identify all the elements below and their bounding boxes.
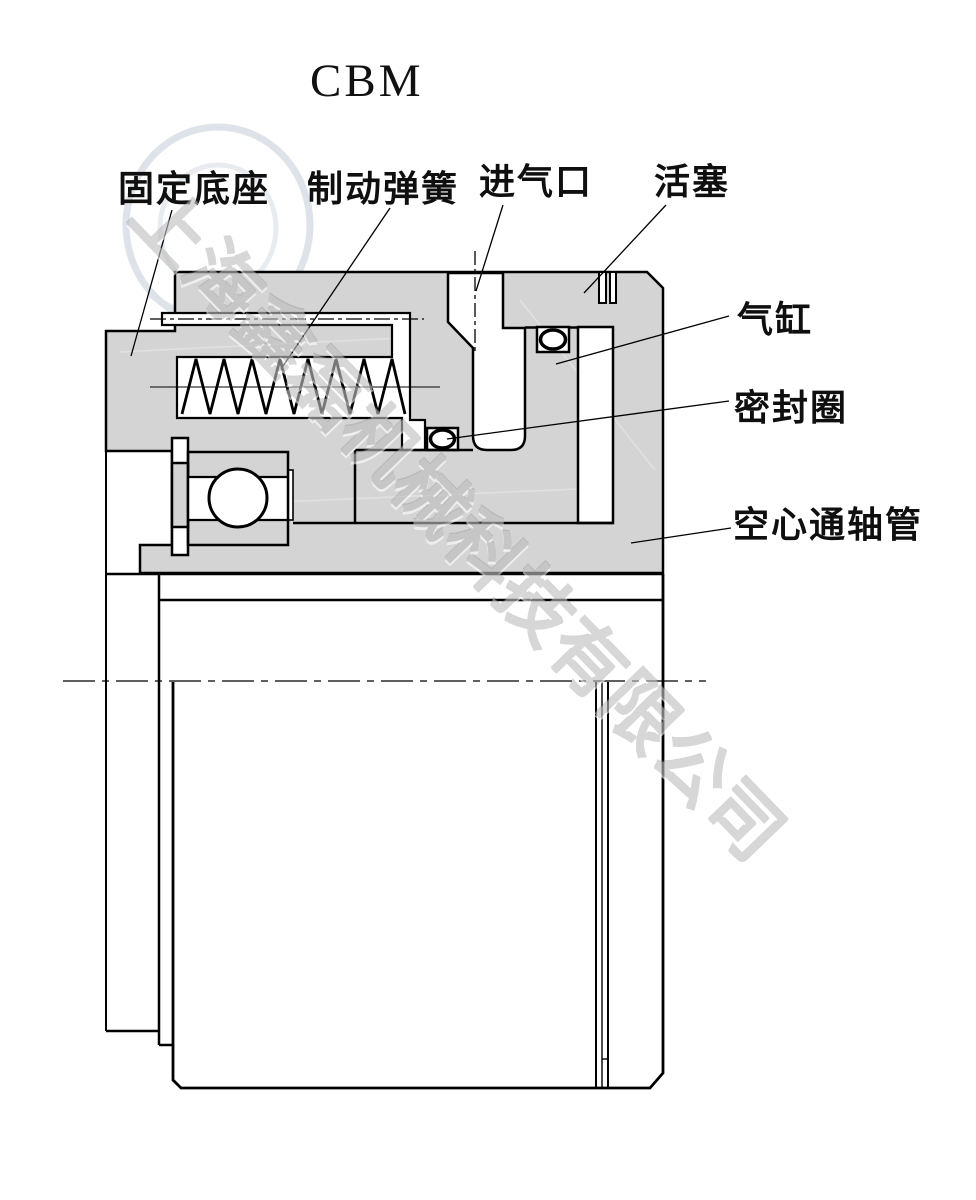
seal-ring-lower: [425, 426, 460, 452]
leader-lines: [130, 204, 732, 544]
piston-edges: [293, 326, 613, 525]
seal-ring-upper: [535, 325, 571, 354]
label-cylinder: 气缸: [737, 299, 814, 340]
label-piston: 活塞: [654, 161, 731, 202]
label-hollow-shaft: 空心通轴管: [733, 504, 924, 545]
label-seal-ring: 密封圈: [734, 387, 849, 428]
label-brake-spring: 制动弹簧: [307, 168, 460, 209]
drawing-title: CBM: [310, 55, 424, 107]
brake-spring-coil: [180, 358, 407, 415]
drum-outline: [105, 451, 665, 1090]
air-inlet-channel: [446, 271, 527, 452]
spring-cavity: [160, 311, 427, 452]
cylinder-clearance-slot: [576, 325, 615, 525]
centerlines: [63, 251, 706, 682]
bearing-retainer: [170, 436, 190, 557]
bearing-assembly: [186, 450, 294, 547]
label-fixed-base: 固定底座: [118, 168, 271, 209]
bearing-ball: [207, 467, 269, 529]
piston-groove-left: [598, 271, 607, 304]
piston-groove-right: [609, 271, 617, 304]
label-air-inlet: 进气口: [479, 161, 594, 202]
